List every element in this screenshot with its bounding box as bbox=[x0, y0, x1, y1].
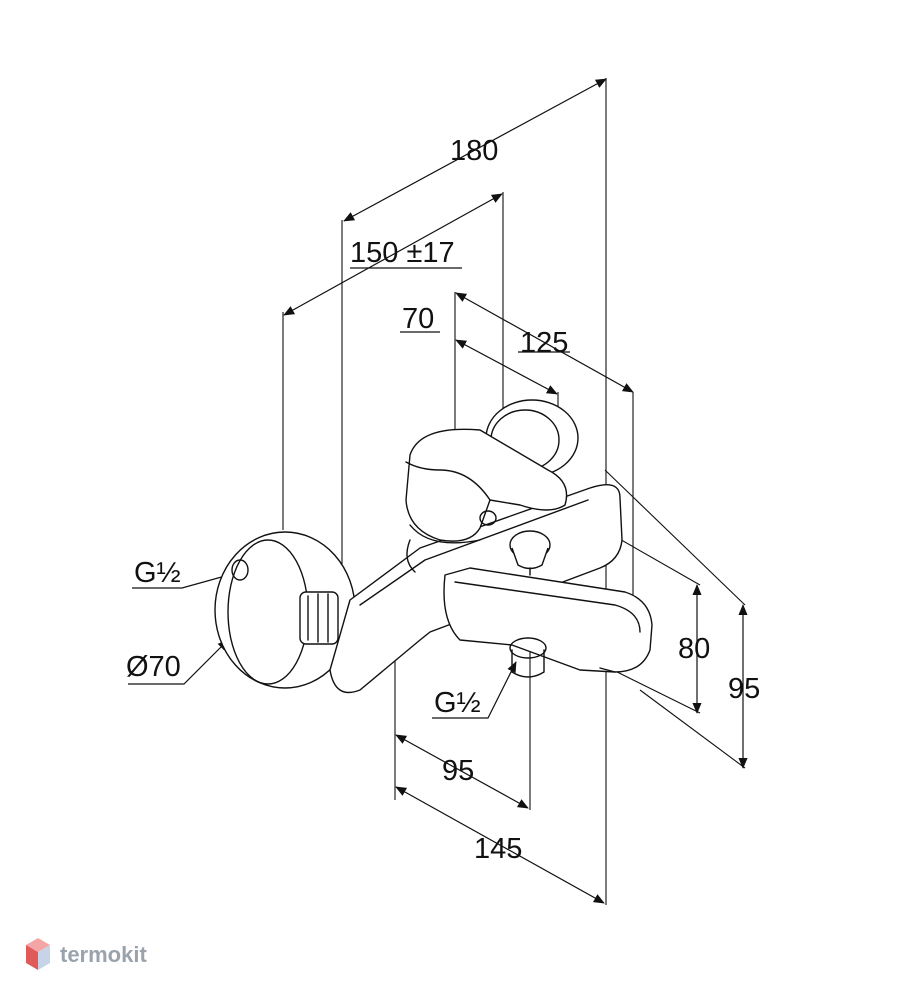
termokit-logo-icon bbox=[26, 938, 50, 970]
faucet-drawing bbox=[214, 399, 653, 694]
watermark: termokit bbox=[26, 938, 147, 970]
label-spout-reach: 145 bbox=[474, 833, 522, 865]
label-body-depth: 125 bbox=[520, 327, 568, 359]
spout bbox=[443, 567, 653, 678]
label-rosette-diameter: Ø70 bbox=[126, 651, 181, 683]
watermark-brand-text: termokit bbox=[60, 942, 147, 967]
leader-d70 bbox=[128, 639, 229, 685]
label-spout-offset: 95 bbox=[442, 755, 474, 787]
label-thread-spout: G½ bbox=[434, 687, 481, 719]
dim-line-145 bbox=[395, 786, 605, 904]
label-thread-left: G½ bbox=[134, 557, 181, 589]
label-total-height: 95 bbox=[728, 673, 760, 705]
left-rosette bbox=[214, 531, 356, 689]
label-center-distance: 150 ±17 bbox=[350, 237, 455, 269]
leader-g12-spout bbox=[432, 661, 517, 719]
label-overall-length: 180 bbox=[450, 135, 498, 167]
diverter-knob bbox=[509, 530, 551, 576]
dim-line-150 bbox=[283, 193, 503, 316]
lever-handle bbox=[405, 428, 568, 544]
dimension-lines bbox=[128, 78, 748, 904]
label-spout-height: 80 bbox=[678, 633, 710, 665]
leader-g12-left bbox=[132, 571, 237, 589]
label-handle-offset: 70 bbox=[402, 303, 434, 335]
dim-line-70 bbox=[455, 339, 558, 395]
dimension-labels: 180 150 ±17 70 125 G½ Ø70 G½ 80 95 95 14… bbox=[126, 135, 760, 865]
